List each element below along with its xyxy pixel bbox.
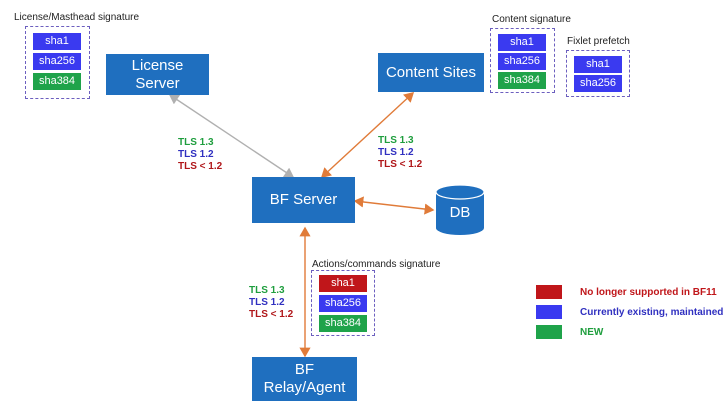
legend-label-deprecated: No longer supported in BF11	[580, 287, 717, 298]
content-sha256-pill: sha256	[498, 53, 546, 70]
license-sha384-pill: sha384	[33, 73, 81, 90]
bf-server-node: BF Server	[252, 177, 355, 223]
legend-swatch-existing	[536, 305, 562, 319]
actions-sha1-pill: sha1	[319, 275, 367, 292]
tls-label-content: TLS 1.3 TLS 1.2 TLS < 1.2	[378, 135, 422, 171]
tls13-label: TLS 1.3	[378, 135, 414, 146]
relay-agent-line1: BF	[294, 361, 315, 378]
tls13-label: TLS 1.3	[178, 137, 214, 148]
tls12-label: TLS 1.2	[249, 297, 285, 308]
content-sha1-pill: sha1	[498, 34, 546, 51]
license-server-line2: Server	[135, 74, 180, 92]
legend-swatch-new	[536, 325, 562, 339]
license-signature-group: sha1 sha256 sha384	[25, 26, 90, 99]
content-sha384-pill: sha384	[498, 72, 546, 89]
tls-label-license: TLS 1.3 TLS 1.2 TLS < 1.2	[178, 137, 222, 173]
legend-swatch-deprecated	[536, 285, 562, 299]
tls-lt12-label: TLS < 1.2	[178, 161, 223, 172]
legend-label-existing: Currently existing, maintained	[580, 307, 724, 318]
content-bf-connector	[320, 92, 415, 178]
content-sites-label: Content Sites	[385, 63, 477, 81]
tls-lt12-label: TLS < 1.2	[378, 159, 423, 170]
relay-agent-line2: Relay/Agent	[263, 379, 346, 396]
fixlet-sha256-pill: sha256	[574, 75, 622, 92]
actions-signature-group: sha1 sha256 sha384	[311, 270, 375, 336]
content-signature-label: Content signature	[492, 14, 571, 25]
license-signature-label: License/Masthead signature	[14, 12, 140, 23]
content-sites-node: Content Sites	[378, 53, 484, 92]
actions-sha256-pill: sha256	[319, 295, 367, 312]
license-server-node: License Server	[106, 54, 209, 95]
relay-agent-node: BF Relay/Agent	[252, 357, 357, 401]
tls12-label: TLS 1.2	[178, 149, 214, 160]
fixlet-prefetch-label: Fixlet prefetch	[567, 36, 630, 47]
tls-lt12-label: TLS < 1.2	[249, 309, 294, 320]
actions-sha384-pill: sha384	[319, 315, 367, 332]
license-bf-connector	[168, 94, 295, 178]
db-label: DB	[449, 204, 471, 221]
fixlet-prefetch-group: sha1 sha256	[566, 50, 630, 97]
license-sha1-pill: sha1	[33, 33, 81, 50]
tls12-label: TLS 1.2	[378, 147, 414, 158]
actions-signature-label: Actions/commands signature	[312, 259, 441, 270]
bf-server-label: BF Server	[269, 191, 338, 208]
db-node	[435, 184, 485, 235]
license-server-line1: License	[131, 56, 184, 74]
tls-label-relay: TLS 1.3 TLS 1.2 TLS < 1.2	[249, 285, 293, 321]
content-signature-group: sha1 sha256 sha384	[490, 28, 555, 93]
tls13-label: TLS 1.3	[249, 285, 285, 296]
license-sha256-pill: sha256	[33, 53, 81, 70]
legend-label-new: NEW	[580, 327, 604, 338]
bf-db-connector	[353, 196, 435, 215]
fixlet-sha1-pill: sha1	[574, 56, 622, 73]
